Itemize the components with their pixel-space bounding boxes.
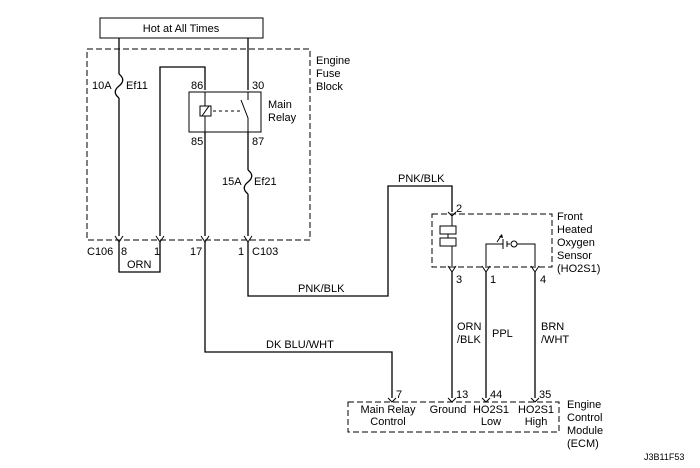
ecm-pin-7: 7 bbox=[396, 389, 402, 401]
wire-86 bbox=[159, 66, 206, 236]
sensing-element-icon bbox=[485, 234, 536, 266]
relay-pin-85: 85 bbox=[191, 136, 203, 148]
ecm-terminal-44-label-1: HO2S1 bbox=[473, 404, 509, 416]
fuse-ef11-icon bbox=[114, 73, 124, 99]
sensor-pin-2: 2 bbox=[456, 203, 462, 215]
fuse-block-label-3: Block bbox=[316, 81, 343, 93]
oxygen-sensor: 2 3 1 4 Front Heated Oxygen Sensor (HO2S… bbox=[431, 203, 600, 286]
ecm-pin-35: 35 bbox=[539, 389, 551, 401]
sensor-label-2: Heated bbox=[557, 224, 592, 236]
connector-c106-pin-8: 8 bbox=[121, 246, 127, 258]
ecm-label-2: Control bbox=[567, 412, 602, 424]
sensor-label-3: Oxygen bbox=[557, 237, 595, 249]
wire-label-pnk-blk-mid: PNK/BLK bbox=[298, 283, 345, 295]
sensor-pin-4: 4 bbox=[540, 274, 546, 286]
fuse-block-label-2: Fuse bbox=[316, 68, 340, 80]
fuse-ef21-name: Ef21 bbox=[254, 176, 277, 188]
sensor-pin-1: 1 bbox=[490, 274, 496, 286]
relay-label-1: Main bbox=[268, 99, 292, 111]
fuse-block-connectors: C106 8 1 17 1 C103 bbox=[87, 235, 278, 258]
heater-element-icon bbox=[439, 216, 457, 266]
wire-label-ppl: PPL bbox=[492, 328, 513, 340]
fuse-ef21-icon bbox=[243, 169, 253, 195]
ecm: 7 13 44 35 Main Relay Control Ground HO2… bbox=[347, 389, 603, 450]
ecm-terminal-35-label-1: HO2S1 bbox=[518, 404, 554, 416]
fuse-ef11-rating: 10A bbox=[92, 80, 112, 92]
ecm-terminal-44-label-2: Low bbox=[481, 416, 501, 428]
sensor-label-4: Sensor bbox=[557, 250, 592, 262]
relay-pin-30: 30 bbox=[252, 80, 264, 92]
ecm-pin-44: 44 bbox=[490, 389, 502, 401]
connector-pin-17: 17 bbox=[190, 246, 202, 258]
relay-pin-86: 86 bbox=[191, 80, 203, 92]
wire-label-dk-blu-wht: DK BLU/WHT bbox=[266, 339, 334, 351]
sensor-label-1: Front bbox=[557, 211, 583, 223]
ecm-terminal-7-label-2: Control bbox=[370, 416, 405, 428]
wire-label-brn-wht-2: /WHT bbox=[541, 334, 569, 346]
ecm-terminal-7-label-1: Main Relay bbox=[360, 404, 416, 416]
fuse-ef11-name: Ef11 bbox=[126, 80, 148, 92]
relay-label-2: Relay bbox=[268, 112, 297, 124]
power-bus-label: Hot at All Times bbox=[143, 23, 220, 35]
connector-c106-pin-1: 1 bbox=[154, 246, 160, 258]
wire-label-orn: ORN bbox=[127, 259, 152, 271]
wire-ppl: PPL bbox=[485, 272, 513, 398]
wire-label-orn-blk-1: ORN bbox=[457, 321, 482, 333]
wire-label-pnk-blk-top: PNK/BLK bbox=[398, 173, 445, 185]
wire-pnk-blk: PNK/BLK PNK/BLK bbox=[247, 173, 453, 297]
connector-c103-name: C103 bbox=[252, 246, 278, 258]
sensor-pin-3: 3 bbox=[456, 274, 462, 286]
engine-fuse-block: Engine Fuse Block bbox=[86, 48, 350, 241]
ecm-terminal-13-label: Ground bbox=[430, 404, 467, 416]
wire-ef11: 10A Ef11 bbox=[92, 38, 148, 236]
connector-c103-pin: 1 bbox=[238, 246, 244, 258]
wire-brn-wht: BRN /WHT bbox=[534, 272, 569, 398]
ecm-pin-13: 13 bbox=[456, 389, 468, 401]
wire-orn-blk: ORN /BLK bbox=[451, 272, 482, 398]
wire-ef21: 15A Ef21 bbox=[222, 132, 277, 236]
ecm-terminal-35-label-2: High bbox=[525, 416, 548, 428]
fuse-block-label-1: Engine bbox=[316, 55, 350, 67]
fuse-ef21-rating: 15A bbox=[222, 176, 242, 188]
relay-pin-87: 87 bbox=[252, 136, 264, 148]
ecm-label-4: (ECM) bbox=[567, 438, 599, 450]
wire-orn-jumper: ORN bbox=[118, 242, 161, 273]
ecm-label-1: Engine bbox=[567, 399, 601, 411]
relay-switch-icon bbox=[240, 99, 249, 119]
sensor-label-5: (HO2S1) bbox=[557, 263, 600, 275]
wire-label-brn-wht-1: BRN bbox=[541, 321, 564, 333]
main-relay: 86 30 85 87 Main Relay bbox=[188, 80, 297, 148]
wire-label-orn-blk-2: /BLK bbox=[457, 334, 482, 346]
figure-code: J3B11F53 bbox=[644, 452, 684, 462]
power-bus: Hot at All Times bbox=[99, 17, 264, 39]
wire-dk-blu-wht: DK BLU/WHT bbox=[204, 242, 393, 398]
connector-c106-name: C106 bbox=[87, 246, 113, 258]
ecm-label-3: Module bbox=[567, 425, 603, 437]
